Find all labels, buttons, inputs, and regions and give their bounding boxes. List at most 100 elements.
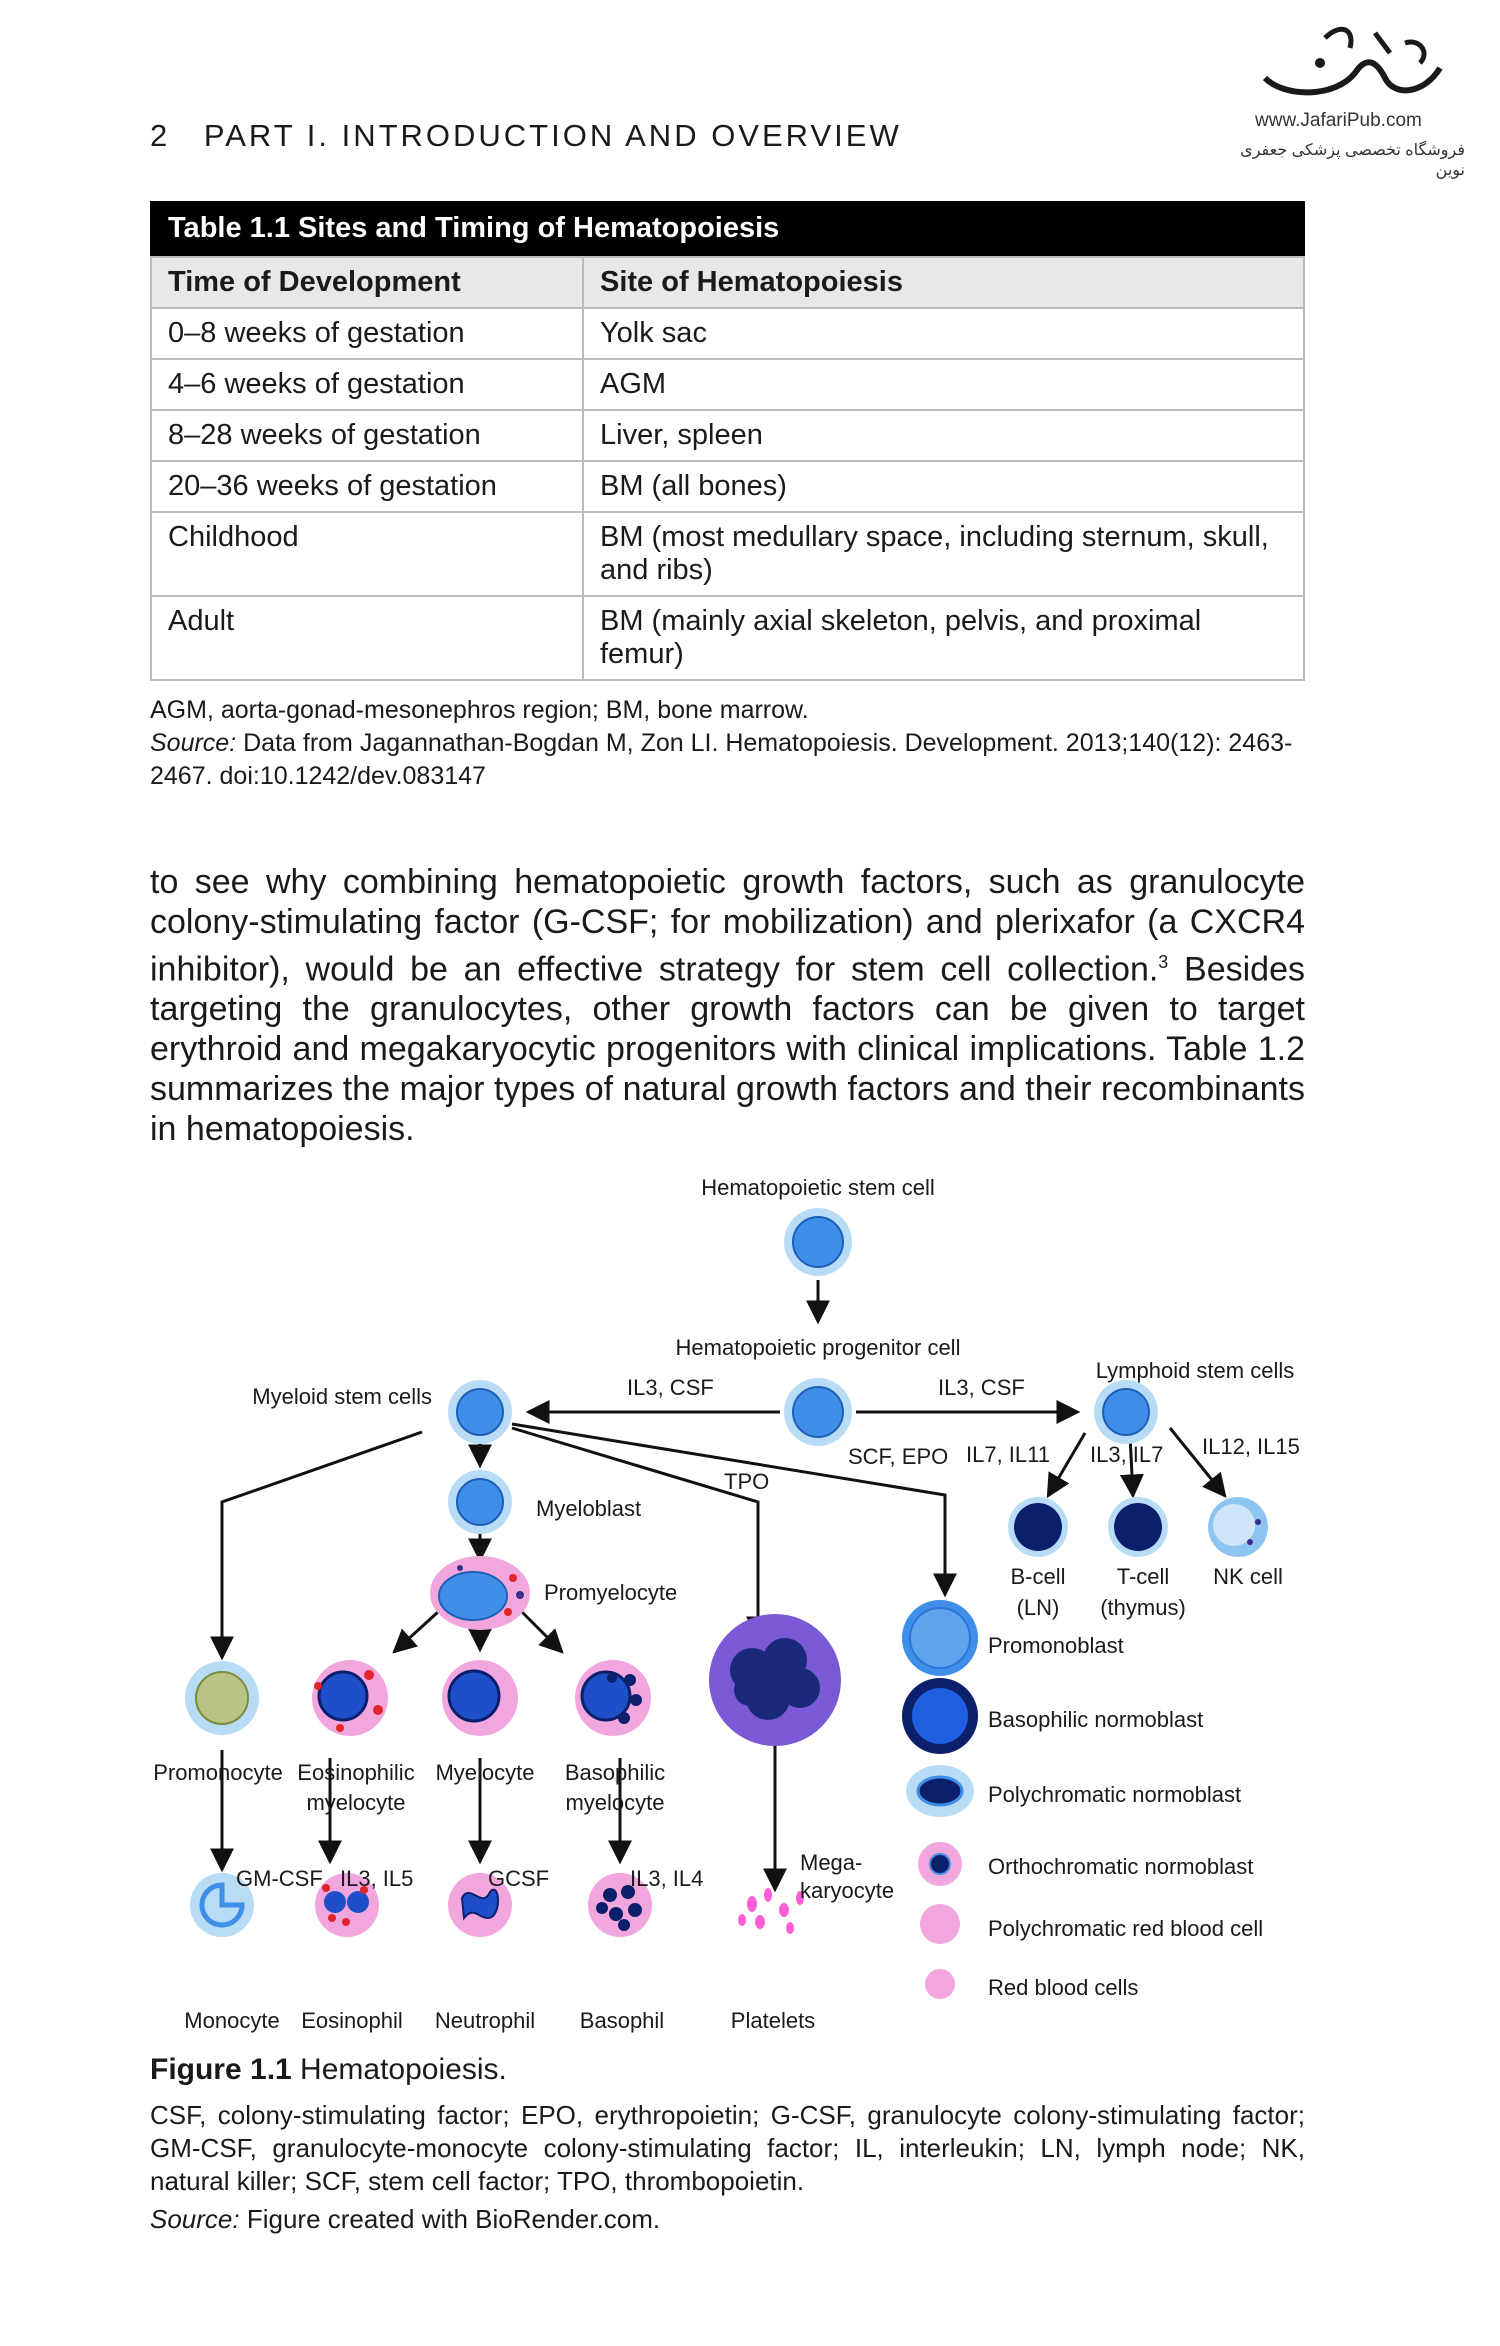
table-cell: 4–6 weeks of gestation (150, 358, 584, 411)
body-text-a: to see why combining hematopoietic growt… (150, 863, 1305, 989)
figure-source-text: Figure created with BioRender.com. (239, 2204, 661, 2234)
cell-lymphoid-stem (1094, 1380, 1158, 1444)
label-hpc: Hematopoietic progenitor cell (676, 1335, 961, 1360)
cell-promonoblast (902, 1600, 978, 1676)
cell-polychromatic-rbc (920, 1904, 960, 1944)
label-basophilic-normoblast: Basophilic normoblast (988, 1707, 1203, 1732)
label-bcell-2: (LN) (1017, 1595, 1060, 1620)
arrow-to-eos-myelocyte (392, 1610, 440, 1654)
table-cell: BM (most medullary space, including ster… (582, 511, 1305, 597)
figure-source: Source: Figure created with BioRender.co… (150, 2204, 1305, 2235)
body-text-b: Besides targeting the granulocytes, othe… (150, 950, 1305, 1149)
label-tcell-2: (thymus) (1100, 1595, 1186, 1620)
cell-baso-myelocyte (575, 1660, 651, 1736)
label-scf-epo: SCF, EPO (848, 1444, 948, 1469)
table-1-1: Table 1.1 Sites and Timing of Hematopoie… (150, 201, 1305, 681)
label-polychromatic-rbc: Polychromatic red blood cell (988, 1916, 1263, 1941)
table-header-time: Time of Development (150, 256, 584, 309)
cell-monocyte (190, 1873, 254, 1937)
arrow-to-bcell (1046, 1432, 1087, 1499)
table-footnote: AGM, aorta-gonad-mesonephros region; BM,… (150, 694, 1305, 793)
label-orthochromatic-normoblast: Orthochromatic normoblast (988, 1854, 1253, 1879)
label-megakaryocyte-2: karyocyte (800, 1878, 894, 1903)
label-myeloblast: Myeloblast (536, 1496, 641, 1521)
label-il3csf-right: IL3, CSF (938, 1375, 1025, 1400)
arrows (210, 1280, 1227, 1893)
arrow-to-promonoblast (511, 1422, 957, 1598)
table-cell: BM (all bones) (582, 460, 1305, 513)
figure-abbreviations: CSF, colony-stimulating factor; EPO, ery… (150, 2100, 1305, 2196)
table-cell: 0–8 weeks of gestation (150, 307, 584, 360)
cell-nkcell (1208, 1497, 1268, 1557)
label-gcsf: GCSF (488, 1866, 549, 1891)
cell-hsc (784, 1208, 852, 1276)
table-source: Source: Data from Jagannathan-Bogdan M, … (150, 727, 1305, 793)
table-cell: Adult (150, 595, 584, 681)
label-megakaryocyte-1: Mega- (800, 1850, 862, 1875)
label-rbc: Red blood cells (988, 1975, 1138, 2000)
figure-title-text: Hematopoiesis. (291, 2053, 507, 2086)
page-header: 2 PART I. INTRODUCTION AND OVERVIEW (150, 118, 902, 154)
hematopoiesis-table: Time of Development Site of Hematopoiesi… (150, 256, 1305, 681)
arrow-to-nkcell (1168, 1427, 1227, 1498)
part-title: PART I. INTRODUCTION AND OVERVIEW (203, 118, 902, 153)
figure-label: Figure 1.1 (150, 2053, 292, 2086)
cell-myelocyte (442, 1660, 518, 1736)
publisher-logo: www.JafariPub.com فروشگاه تخصصی پزشکی جع… (1225, 18, 1465, 179)
cell-promyelocyte (430, 1556, 530, 1630)
label-myeloid: Myeloid stem cells (252, 1384, 432, 1409)
cell-bcell (1008, 1497, 1068, 1557)
arrow-to-promonocyte (210, 1430, 423, 1661)
logo-mark-icon (1262, 26, 1443, 96)
cell-basophilic-normoblast (902, 1678, 978, 1754)
figure-title: Figure 1.1 Hematopoiesis. (150, 2053, 1305, 2087)
figure-caption: Figure 1.1 Hematopoiesis. CSF, colony-st… (150, 2053, 1305, 2235)
cell-megakaryocyte (709, 1614, 841, 1746)
table-abbreviations: AGM, aorta-gonad-mesonephros region; BM,… (150, 696, 809, 724)
figure-labels: Hematopoietic stem cell Hematopoietic pr… (153, 1175, 1300, 2033)
label-il7il11: IL7, IL11 (966, 1442, 1050, 1467)
cell-tcell (1108, 1497, 1168, 1557)
label-il3il5: IL3, IL5 (340, 1866, 413, 1891)
label-promyelocyte: Promyelocyte (544, 1580, 677, 1605)
label-baso-myelocyte-2: myelocyte (565, 1790, 664, 1815)
label-myelocyte: Myelocyte (435, 1760, 534, 1785)
cell-rbc (925, 1969, 955, 1999)
label-il12il15: IL12, IL15 (1202, 1434, 1300, 1459)
label-tpo: TPO (724, 1469, 769, 1494)
figure-source-label: Source: (150, 2204, 240, 2234)
label-il3il4: IL3, IL4 (630, 1866, 703, 1891)
cell-hpc (784, 1378, 852, 1446)
label-promonoblast: Promonoblast (988, 1633, 1124, 1658)
figure-hematopoiesis: Hematopoietic stem cell Hematopoietic pr… (140, 1150, 1320, 2050)
label-platelets: Platelets (731, 2008, 815, 2033)
arrow-to-tcell (1119, 1434, 1144, 1499)
label-hsc: Hematopoietic stem cell (701, 1175, 935, 1200)
table-cell: Yolk sac (582, 307, 1305, 360)
arrow-to-baso-myelocyte (520, 1610, 564, 1654)
table-header-site: Site of Hematopoiesis (582, 256, 1305, 309)
cell-myeloblast (448, 1470, 512, 1534)
label-il3csf-left: IL3, CSF (627, 1375, 714, 1400)
label-gmcsf: GM-CSF (236, 1866, 323, 1891)
table-source-text: Data from Jagannathan-Bogdan M, Zon LI. … (150, 729, 1293, 790)
cell-eos-myelocyte (312, 1660, 388, 1736)
cell-polychromatic-normoblast (906, 1765, 974, 1817)
label-tcell-1: T-cell (1117, 1564, 1170, 1589)
publisher-site: www.JafariPub.com (1255, 110, 1422, 131)
reference-marker: 3 (1158, 952, 1169, 972)
cell-promonocyte (185, 1661, 259, 1735)
table-cell: Childhood (150, 511, 584, 597)
label-il3il7: IL3, IL7 (1090, 1442, 1163, 1467)
hematopoiesis-diagram: Hematopoietic stem cell Hematopoietic pr… (153, 1175, 1300, 2033)
cell-neutrophil (448, 1873, 512, 1937)
table-cell: 20–36 weeks of gestation (150, 460, 584, 513)
cell-basophil (588, 1873, 652, 1937)
label-nkcell: NK cell (1213, 1564, 1283, 1589)
table-cell: 8–28 weeks of gestation (150, 409, 584, 462)
